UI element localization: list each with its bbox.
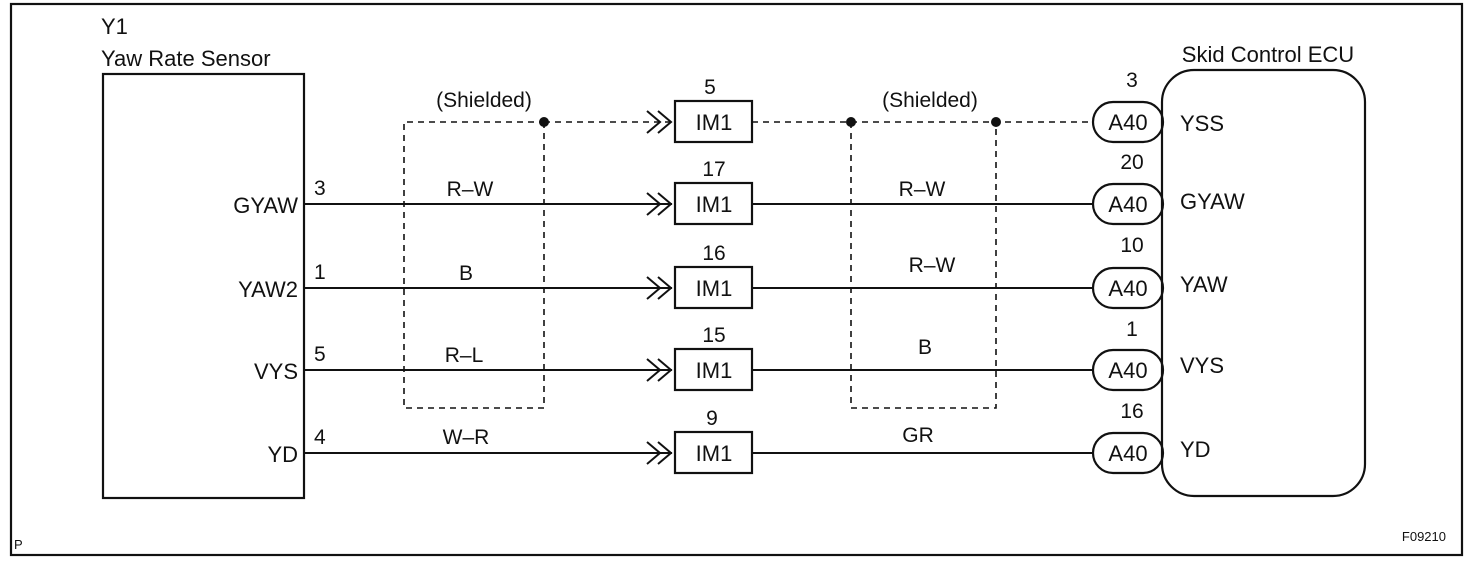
im1-label-1: IM1 [696,110,733,135]
shield-outline-right [850,122,997,409]
a40-pill-2 [1091,182,1165,226]
wire-color-right-2: R–W [909,254,956,277]
ecu-terminal-yd: YD [1180,437,1211,462]
im1-pin-4: 15 [702,324,725,347]
im1-label-4: IM1 [696,358,733,383]
wire-color-left-2: B [459,262,473,285]
sensor-id: Y1 [101,14,128,39]
sensor-pin-num-yaw2: 1 [314,261,326,284]
wire-color-left-4: W–R [443,426,490,449]
a40-pill-5 [1091,431,1165,475]
shield-label-right: (Shielded) [882,89,978,112]
sensor-pin-num-vys: 5 [314,343,326,366]
corner-mark: P [14,537,23,552]
wire-color-right-4: GR [902,424,934,447]
ecu-name: Skid Control ECU [1182,42,1354,67]
connector-arrows [646,110,673,465]
im1-pin-1: 5 [704,76,716,99]
im1-pin-3: 16 [702,242,725,265]
sensor-pin-vys: VYS [254,359,298,384]
figure-code: F09210 [1402,529,1446,544]
yaw-rate-sensor-box [101,72,306,500]
ecu-terminal-vys: VYS [1180,353,1224,378]
a40-pill-1 [1091,100,1165,144]
a40-pin-2: 20 [1120,151,1143,174]
diagram-frame [9,2,1464,557]
a40-label-4: A40 [1108,358,1147,383]
a40-label-2: A40 [1108,192,1147,217]
ecu-terminal-gyaw: GYAW [1180,189,1245,214]
wire-color-left-1: R–W [447,178,494,201]
ecu-terminal-yss: YSS [1180,111,1224,136]
a40-pin-3: 10 [1120,234,1143,257]
wire-color-right-1: R–W [899,178,946,201]
im1-pin-5: 9 [706,407,718,430]
a40-pin-5: 16 [1120,400,1143,423]
a40-pill-3 [1091,266,1165,310]
a40-pin-4: 1 [1126,318,1138,341]
a40-label-3: A40 [1108,276,1147,301]
sensor-name: Yaw Rate Sensor [101,46,271,71]
sensor-pin-yd: YD [267,442,298,467]
shield-junction-right-1 [846,117,856,127]
shield-outline-left [403,121,545,409]
im1-label-2: IM1 [696,192,733,217]
a40-pin-1: 3 [1126,69,1138,92]
shield-junction-left [539,117,549,127]
a40-pill-4 [1091,348,1165,392]
shield-label-left: (Shielded) [436,89,532,112]
sensor-pin-num-yd: 4 [314,426,326,449]
wire-color-left-3: R–L [445,344,484,367]
im1-pin-2: 17 [702,158,725,181]
wire-color-right-3: B [918,336,932,359]
a40-label-5: A40 [1108,441,1147,466]
sensor-pin-yaw2: YAW2 [238,277,298,302]
im1-label-5: IM1 [696,441,733,466]
sensor-pin-gyaw: GYAW [233,193,298,218]
shield-junction-right-2 [991,117,1001,127]
im1-label-3: IM1 [696,276,733,301]
ecu-terminal-yaw: YAW [1180,272,1228,297]
a40-label-1: A40 [1108,110,1147,135]
sensor-pin-num-gyaw: 3 [314,177,326,200]
